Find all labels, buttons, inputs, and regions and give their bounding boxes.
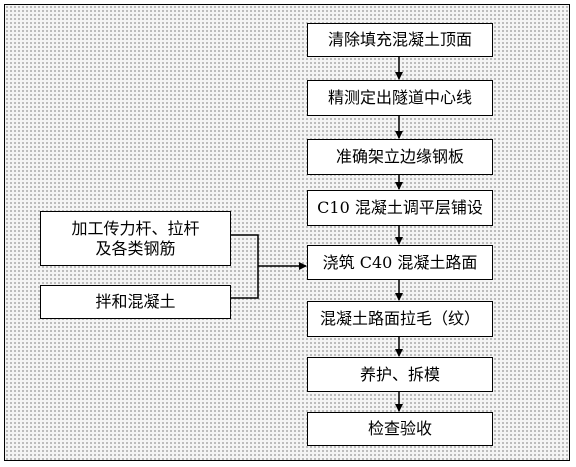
step-1-box: 清除填充混凝土顶面 — [307, 23, 493, 57]
step-8-box: 检查验收 — [307, 412, 493, 446]
step-7-box: 养护、拆模 — [307, 357, 493, 392]
side-input-rebar-line-2: 及各类钢筋 — [95, 238, 176, 258]
side-input-mixing-label: 拌和混凝土 — [95, 292, 176, 311]
side-input-bracket — [231, 234, 259, 299]
side-input-mixing-box: 拌和混凝土 — [40, 285, 231, 319]
side-input-rebar-box: 加工传力杆、拉杆 及各类钢筋 — [40, 211, 231, 266]
step-5-label: 浇筑 C40 混凝土路面 — [322, 252, 478, 272]
step-2-box: 精测定出隧道中心线 — [307, 80, 493, 116]
step-6-box: 混凝土路面拉毛（纹） — [307, 301, 493, 337]
step-4-box: C10 混凝土调平层铺设 — [307, 190, 493, 226]
step-3-box: 准确架立边缘钢板 — [307, 139, 493, 175]
step-8-label: 检查验收 — [367, 419, 432, 438]
step-1-label: 清除填充混凝土顶面 — [327, 30, 472, 49]
step-4-label: C10 混凝土调平层铺设 — [317, 198, 483, 217]
step-5-box: 浇筑 C40 混凝土路面 — [307, 245, 493, 280]
step-6-label: 混凝土路面拉毛（纹） — [319, 309, 480, 328]
side-input-rebar-line-1: 加工传力杆、拉杆 — [71, 218, 200, 238]
step-2-label: 精测定出隧道中心线 — [327, 88, 472, 107]
step-3-label: 准确架立边缘钢板 — [335, 147, 464, 166]
step-7-label: 养护、拆模 — [359, 364, 440, 384]
